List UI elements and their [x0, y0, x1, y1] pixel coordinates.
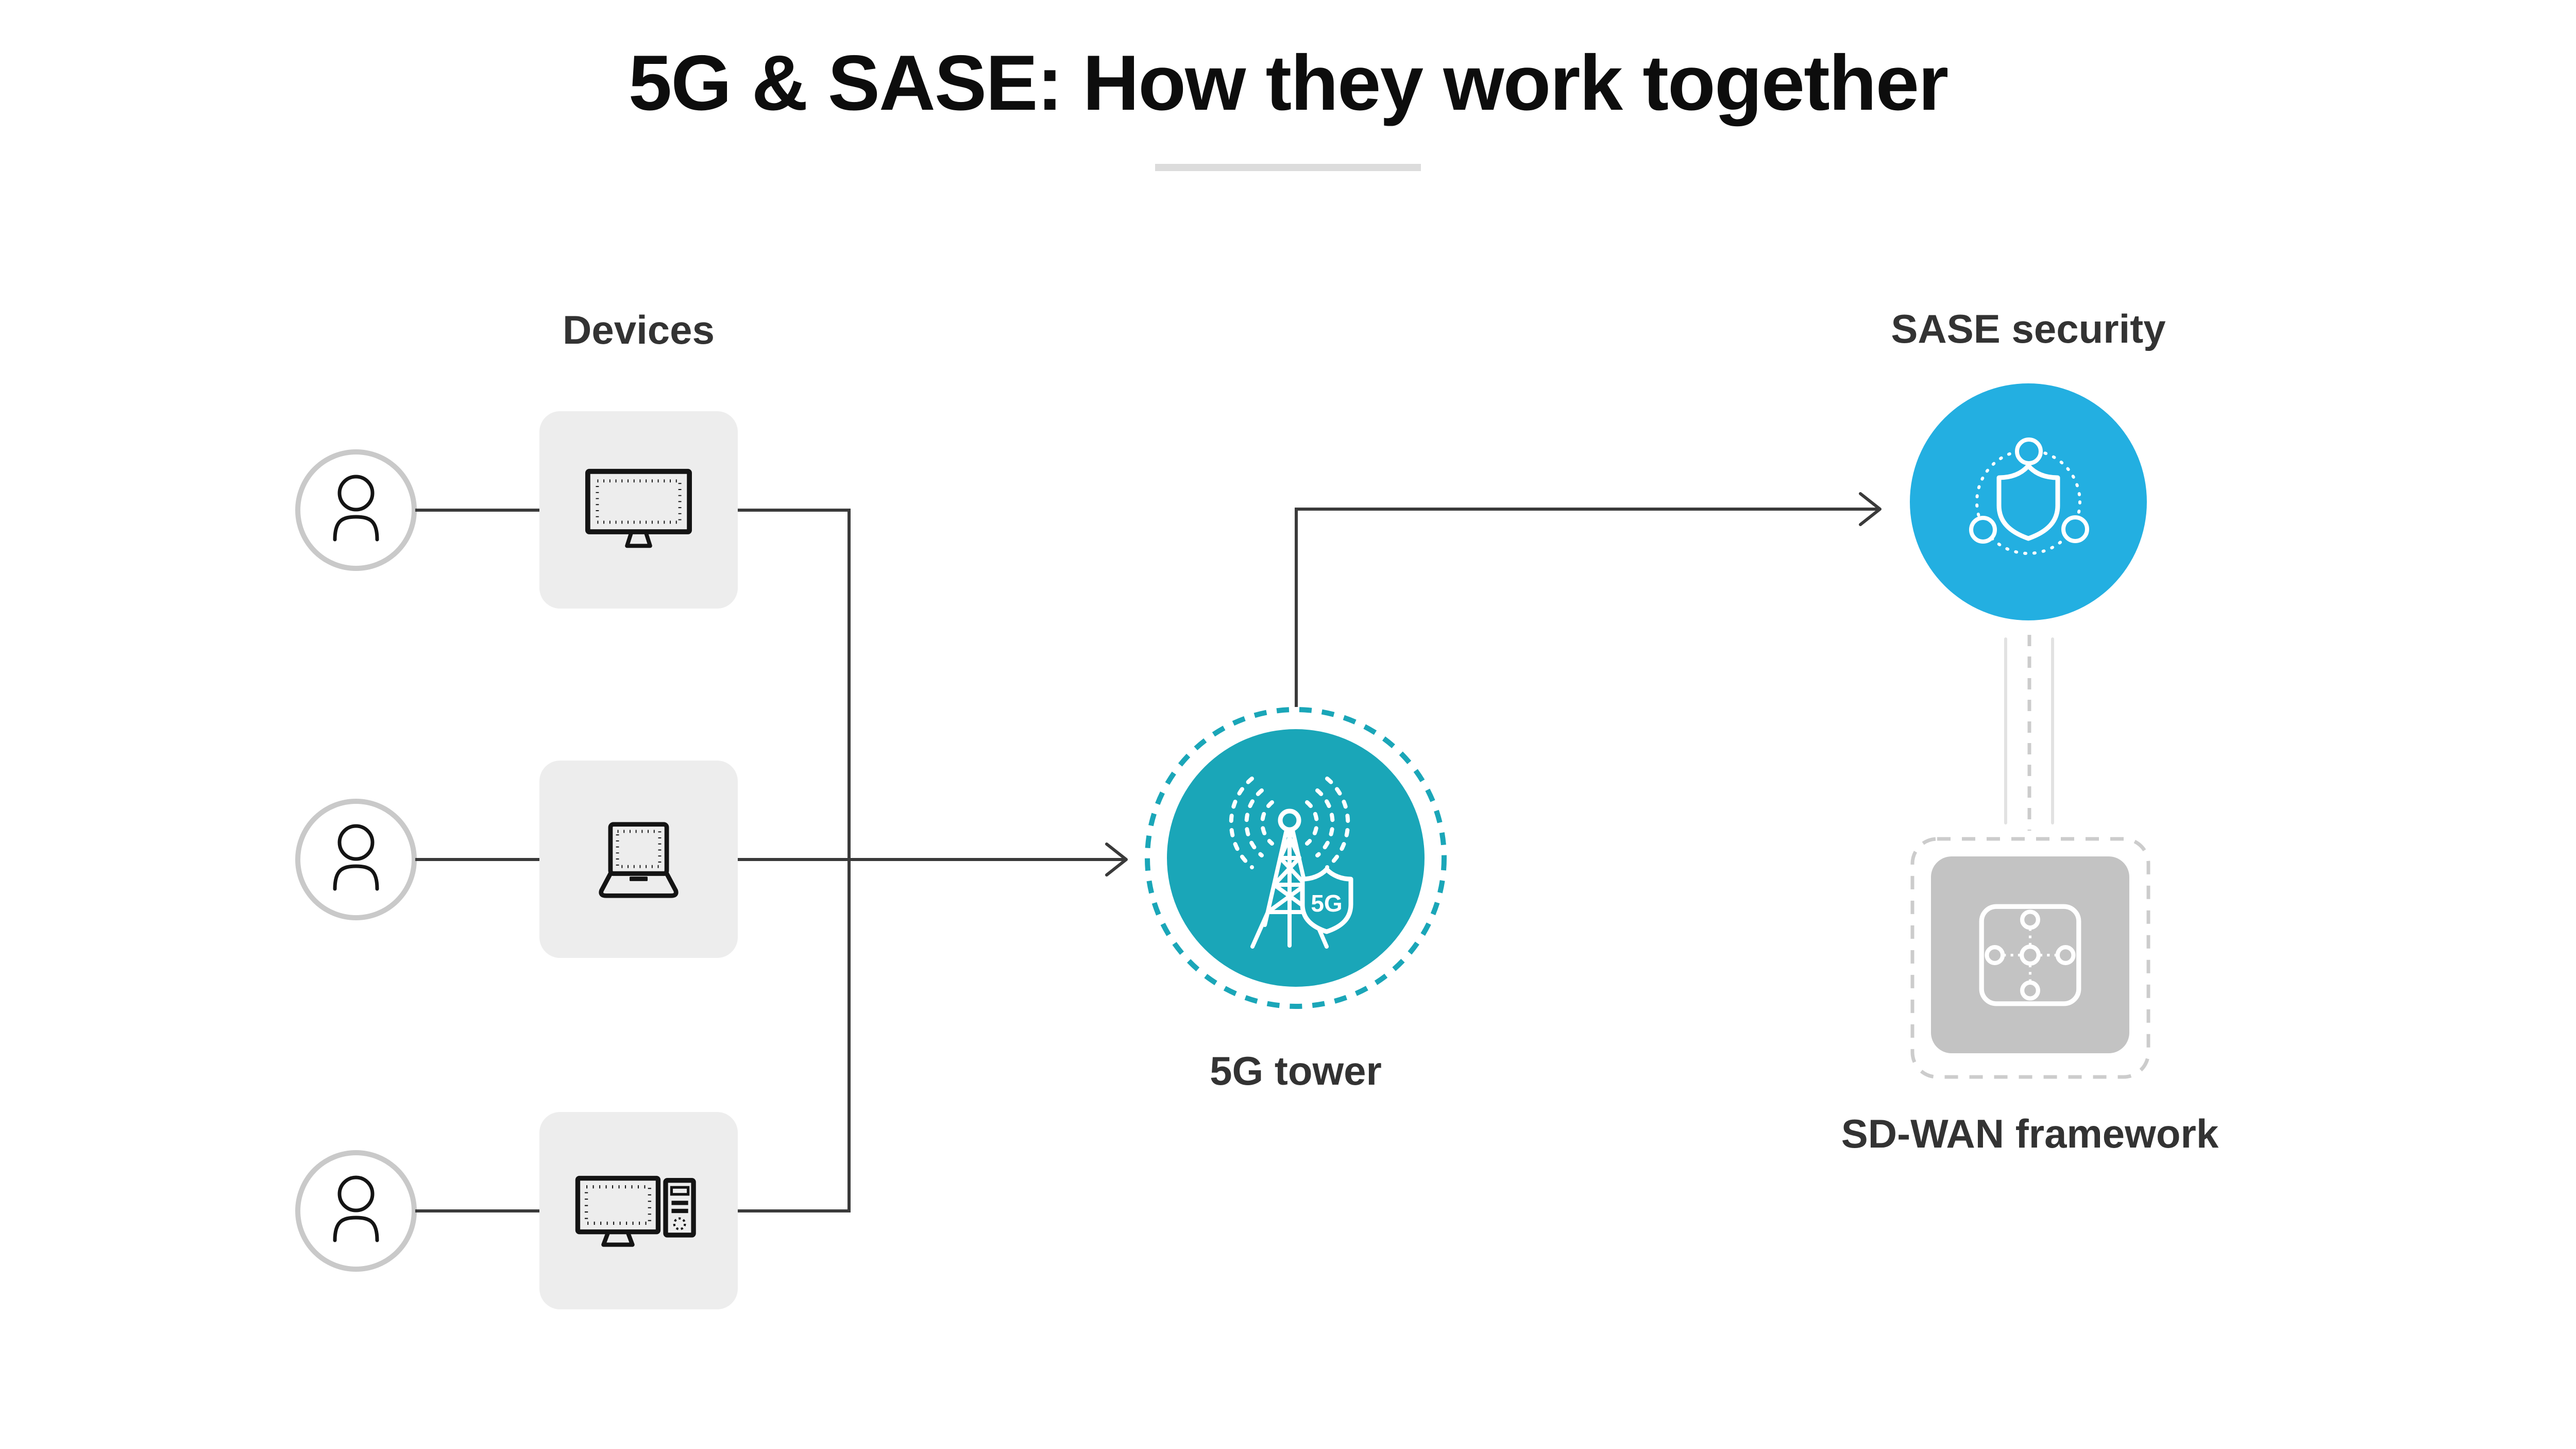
5g-badge-text: 5G [1311, 890, 1342, 917]
arrow-right-icon [1105, 843, 1128, 877]
device-card-desktop [539, 1112, 738, 1309]
signal-waves-icon [1229, 777, 1350, 869]
device-card-monitor [539, 411, 738, 609]
devices-section-label: Devices [563, 307, 715, 352]
person-icon [333, 1175, 379, 1242]
desktop-tower-icon [575, 1175, 696, 1247]
user-avatar [295, 1150, 417, 1272]
sdwan-framework-label: SD-WAN framework [1841, 1111, 2219, 1156]
person-icon [333, 475, 379, 542]
title-underline [1155, 164, 1421, 171]
user-avatar [295, 799, 417, 920]
cell-tower-icon: 5G [1145, 707, 1447, 1009]
sase-security-label: SASE security [1891, 306, 2166, 351]
device-card-laptop [539, 761, 738, 958]
sase-node [1907, 381, 2149, 623]
connector-line [415, 858, 540, 861]
hub-spoke-icon [1979, 904, 2081, 1006]
laptop-icon [599, 821, 679, 898]
person-icon [333, 824, 379, 891]
connector-line [415, 509, 540, 512]
arrow-right-icon [1859, 492, 1882, 526]
5g-tower-node: 5G [1141, 703, 1450, 1013]
5g-tower-label: 5G tower [1210, 1048, 1382, 1093]
page-title: 5G & SASE: How they work together [628, 39, 1949, 127]
user-avatar [295, 449, 417, 571]
shield-network-icon [1910, 383, 2147, 620]
desktop-monitor-icon [585, 468, 692, 548]
5g-shield-badge-icon: 5G [1300, 867, 1353, 934]
connector-line [415, 1209, 540, 1212]
sdwan-card [1931, 856, 2129, 1053]
